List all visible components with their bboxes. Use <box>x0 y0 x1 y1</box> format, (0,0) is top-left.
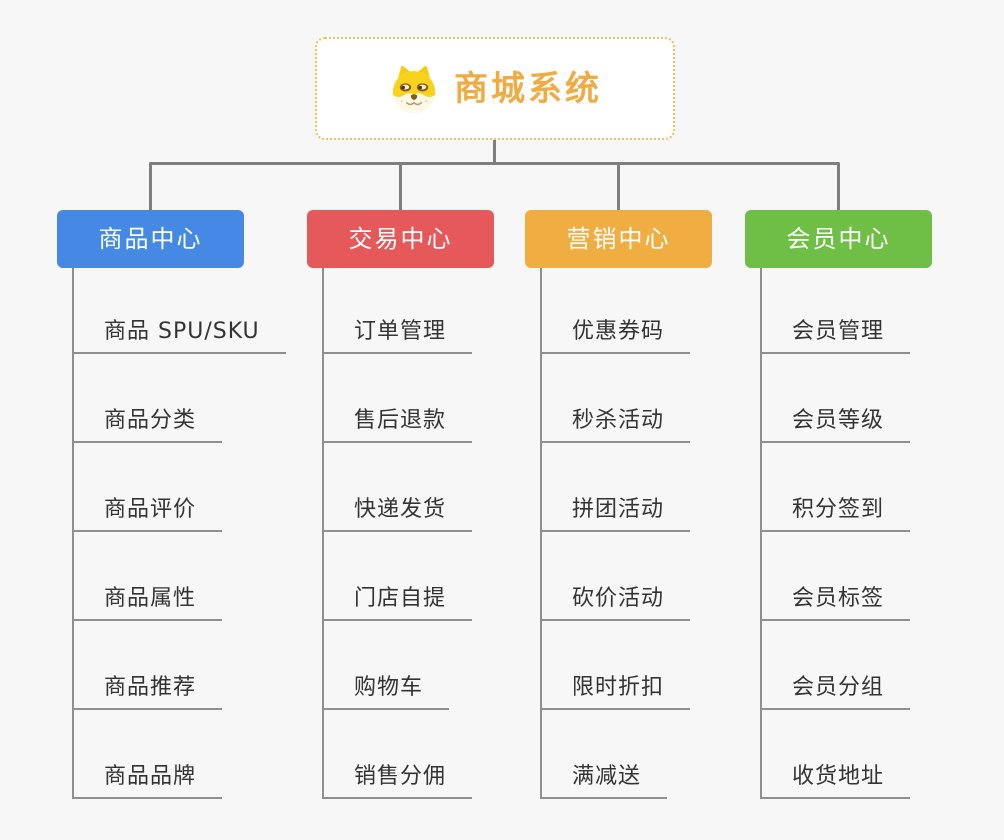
connector-drop-product <box>149 163 152 210</box>
connector-drop-trade <box>399 163 402 210</box>
child-topic[interactable]: 会员管理 <box>760 308 911 354</box>
child-topic[interactable]: 订单管理 <box>322 308 473 354</box>
branch-spine-product <box>72 268 74 799</box>
connector-root-stem <box>493 140 496 163</box>
connector-drop-member <box>837 163 840 210</box>
child-topic[interactable]: 砍价活动 <box>540 575 691 621</box>
child-topic[interactable]: 会员分组 <box>760 664 911 710</box>
child-topic[interactable]: 收货地址 <box>760 753 911 799</box>
child-topic[interactable]: 会员等级 <box>760 397 911 443</box>
child-topic[interactable]: 拼团活动 <box>540 486 691 532</box>
branch-product-center[interactable]: 商品中心 <box>57 210 244 268</box>
branch-marketing-center[interactable]: 营销中心 <box>525 210 712 268</box>
child-topic[interactable]: 商品分类 <box>72 397 223 443</box>
branch-spine-member <box>760 268 762 799</box>
branch-spine-marketing <box>540 268 542 799</box>
child-topic[interactable]: 积分签到 <box>760 486 911 532</box>
child-topic[interactable]: 门店自提 <box>322 575 473 621</box>
root-node[interactable]: 商城系统 <box>315 37 675 140</box>
child-topic[interactable]: 购物车 <box>322 664 450 710</box>
connector-horizontal-bar <box>149 162 840 165</box>
shiba-dog-icon <box>392 65 436 113</box>
child-topic[interactable]: 售后退款 <box>322 397 473 443</box>
connector-drop-marketing <box>617 163 620 210</box>
child-topic[interactable]: 商品评价 <box>72 486 223 532</box>
child-topic[interactable]: 商品属性 <box>72 575 223 621</box>
child-topic[interactable]: 限时折扣 <box>540 664 691 710</box>
child-topic[interactable]: 销售分佣 <box>322 753 473 799</box>
child-topic[interactable]: 商品品牌 <box>72 753 223 799</box>
branch-trade-center[interactable]: 交易中心 <box>307 210 494 268</box>
branch-spine-trade <box>322 268 324 799</box>
child-topic[interactable]: 商品推荐 <box>72 664 223 710</box>
child-topic[interactable]: 快递发货 <box>322 486 473 532</box>
child-topic[interactable]: 商品 SPU/SKU <box>72 308 286 354</box>
root-title: 商城系统 <box>454 68 602 109</box>
child-topic[interactable]: 秒杀活动 <box>540 397 691 443</box>
child-topic[interactable]: 满减送 <box>540 753 668 799</box>
child-topic[interactable]: 会员标签 <box>760 575 911 621</box>
child-topic[interactable]: 优惠券码 <box>540 308 691 354</box>
branch-member-center[interactable]: 会员中心 <box>745 210 932 268</box>
